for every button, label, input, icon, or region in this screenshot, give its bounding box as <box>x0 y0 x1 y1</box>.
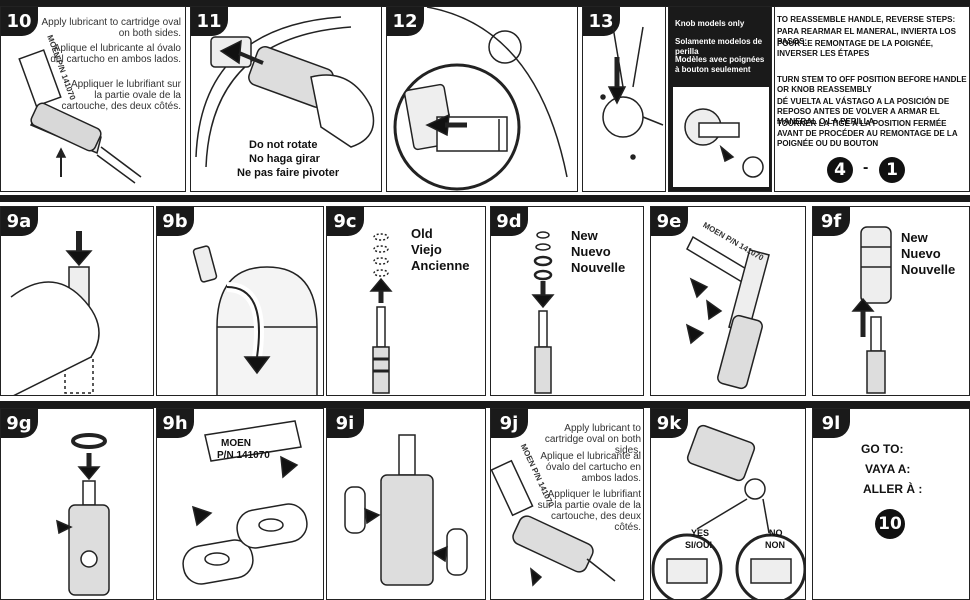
step-number: 9l <box>813 409 850 438</box>
step-number: 11 <box>191 7 228 36</box>
oring-install-illustration <box>56 433 110 596</box>
knob-models-panel: Knob models only Solamente modelos de pe… <box>668 6 772 192</box>
step-number: 12 <box>387 7 424 36</box>
knob-note-en: Knob models only <box>675 19 745 28</box>
step-9l-panel: 9l GO TO: VAYA A: ALLER À : 10 <box>812 408 970 600</box>
tube-label-part: P/N 141070 <box>217 450 270 461</box>
no-label: NO <box>769 528 783 538</box>
goto-en: GO TO: <box>861 442 904 456</box>
step-9i-panel: 9i <box>326 408 486 600</box>
old-label-en: Old <box>411 226 433 241</box>
install-new-cartridge-illustration <box>851 226 892 394</box>
instruction-en: Apply lubricant to cartridge oval on bot… <box>544 423 641 456</box>
old-label-es: Viejo <box>411 242 442 257</box>
warning-en: Do not rotate <box>249 139 318 151</box>
step-number: 9d <box>491 207 528 236</box>
turn-stem-es: DÉ VUELTA AL VÁSTAGO A LA POSICIÓN DE RE… <box>777 97 950 126</box>
knob-note-fr: Modèles avec poignées à bouton seulement <box>675 55 765 74</box>
step-number: 9a <box>1 207 38 236</box>
step-11-panel: 11 Do not rotate No haga girar Ne pas fa… <box>190 6 382 192</box>
step-number: 9j <box>491 409 528 438</box>
new-label-fr: Nouvelle <box>571 260 626 275</box>
warning-es: No haga girar <box>249 153 320 165</box>
divider-bar-1 <box>0 195 970 202</box>
reassemble-es: PARA REARMAR EL MANERAL, INVIERTA LOS PA… <box>777 27 956 46</box>
step-9a-panel: 9a <box>0 206 154 396</box>
step-9b-panel: 9b <box>156 206 324 396</box>
step-number: 9k <box>651 409 688 438</box>
knob-illustration-box <box>673 87 769 187</box>
reassemble-fr: POUR LE REMONTAGE DE LA POIGNÉE, INVERSE… <box>777 39 934 58</box>
step-9j-panel: 9j Apply lubricant to cartridge oval on … <box>490 408 644 600</box>
warning-fr: Ne pas faire pivoter <box>237 167 340 179</box>
turn-stem-en: TURN STEM TO OFF POSITION BEFORE HANDLE … <box>777 75 967 94</box>
goto-fr: ALLER À : <box>863 482 923 496</box>
remove-cartridge-illustration <box>10 231 100 395</box>
step-9f-panel: 9f New Nuevo Nouvelle <box>812 206 970 396</box>
step-12-panel: 12 <box>386 6 578 192</box>
step-10-panel: 10 Apply lubricant to cartridge oval on … <box>0 6 186 192</box>
step-number: 9f <box>813 207 850 236</box>
no-label-translated: NON <box>765 540 785 550</box>
yes-label: YES <box>691 528 710 538</box>
clip-insert-illustration <box>600 26 664 160</box>
step-9e-panel: 9e MOEN P/N 141070 <box>650 206 806 396</box>
cartridge-lubricant-illustration <box>18 49 142 184</box>
knob-illustration <box>684 108 764 178</box>
step-number: 9e <box>651 207 688 236</box>
old-label-fr: Ancienne <box>411 258 470 273</box>
new-label-es: Nuevo <box>571 244 611 259</box>
reassemble-panel: TO REASSEMBLE HANDLE, REVERSE STEPS: PAR… <box>774 6 970 192</box>
step-9g-panel: 9g <box>0 408 154 600</box>
step-number: 9b <box>157 207 194 236</box>
step-number: 9c <box>327 207 364 236</box>
step-9d-panel: 9d New Nuevo Nouvelle <box>490 206 644 396</box>
step-9c-panel: 9c Old Viejo Ancienne <box>326 206 486 396</box>
step-9h-panel: 9h MOEN P/N 141070 <box>156 408 324 600</box>
goto-step-circle: 10 <box>875 509 905 539</box>
lubricate-orings-illustration <box>685 235 770 390</box>
instruction-es: Aplique el lubricante al óvalo del cartu… <box>540 451 641 484</box>
alignment-check-illustration <box>651 424 805 599</box>
knob-note-es: Solamente modelos de perilla <box>675 37 763 56</box>
top-bar <box>0 0 970 7</box>
step-ref-to: 1 <box>879 157 905 183</box>
tube-label-brand: MOEN <box>221 438 251 449</box>
step-number: 9i <box>327 409 364 438</box>
step-ref-dash: - <box>863 159 869 176</box>
old-orings-illustration <box>369 233 393 394</box>
instruction-es: Aplique el lubricante al óvalo del cartu… <box>50 43 181 65</box>
yes-label-translated: SI/OUI <box>685 540 713 550</box>
new-orings-illustration <box>531 231 555 394</box>
clip-detail-illustration <box>393 7 568 191</box>
step-number: 9g <box>1 409 38 438</box>
new-label-en: New <box>571 228 598 243</box>
step-number: 10 <box>1 7 38 36</box>
new-label-en: New <box>901 230 928 245</box>
step-9k-panel: 9k YES SI/OUI NO NON <box>650 408 806 600</box>
insert-cartridge-illustration <box>195 16 375 168</box>
lubricate-seals-illustration <box>182 420 308 585</box>
new-label-es: Nuevo <box>901 246 941 261</box>
discard-cartridge-illustration <box>192 245 318 395</box>
goto-es: VAYA A: <box>865 462 911 476</box>
instruction-fr: Appliquer le lubrifiant sur la partie ov… <box>61 79 181 112</box>
divider-bar-2 <box>0 401 970 408</box>
reassemble-en: TO REASSEMBLE HANDLE, REVERSE STEPS: <box>777 15 956 24</box>
seal-install-illustration <box>344 434 468 586</box>
step-ref-from: 4 <box>827 157 853 183</box>
new-label-fr: Nouvelle <box>901 262 956 277</box>
turn-stem-fr: TOURNER LA TIGE À LA POSITION FERMÉE AVA… <box>777 119 958 148</box>
instruction-fr: Appliquer le lubrifiant sur la partie ov… <box>537 489 641 533</box>
cartridge-lubricant-illustration <box>491 459 616 587</box>
instruction-en: Apply lubricant to cartridge oval on bot… <box>41 17 181 39</box>
step-number: 9h <box>157 409 194 438</box>
step-13-panel: 13 <box>582 6 666 192</box>
